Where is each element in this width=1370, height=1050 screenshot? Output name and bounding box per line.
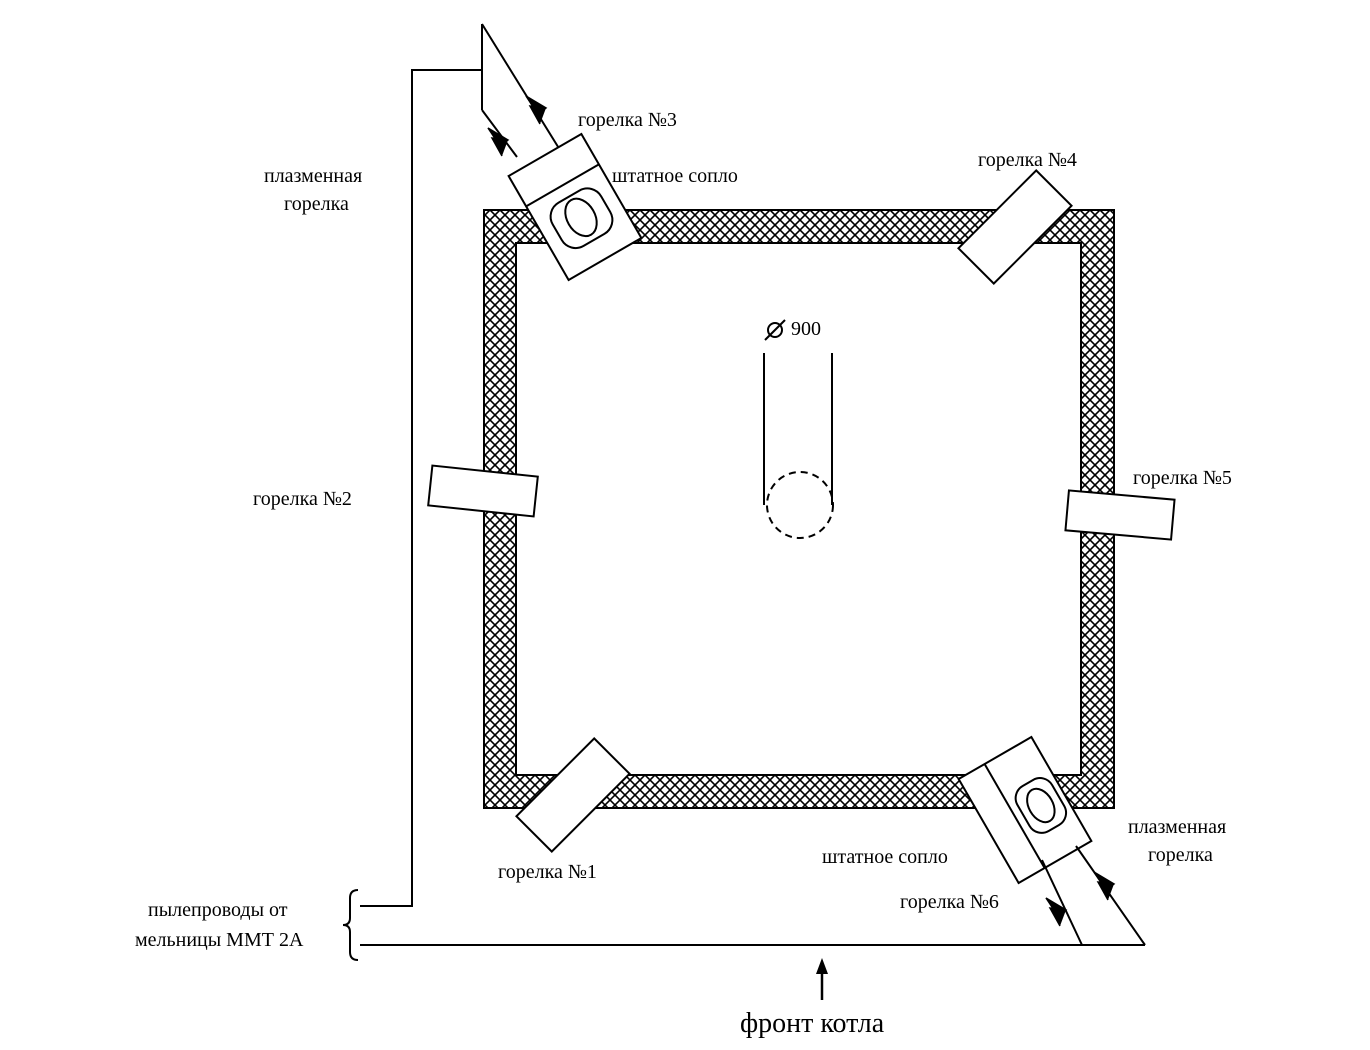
tube-section [766,471,834,539]
burner-1-housing [515,737,631,853]
std-nozzle-bottom-label: штатное сопло [822,846,948,868]
front-label: фронт котла [740,1008,885,1039]
burner-3-label: горелка №3 [578,109,677,131]
burner-1-label: горелка №1 [498,861,597,883]
burner-5-housing [1064,489,1176,541]
burner-2-label: горелка №2 [253,488,352,510]
burner-4-housing [957,169,1073,285]
burner-5-label: горелка №5 [1133,467,1232,489]
std-nozzle-top-label: штатное сопло [612,165,738,187]
plasma-top-label-1: плазменная [264,165,362,187]
plasma-burner-bottom-body [1041,845,1146,946]
std-nozzle-top [564,197,598,238]
burner-6-housing [957,735,1093,885]
burner-6-label: горелка №6 [900,891,999,913]
plasma-top-label-2: горелка [284,193,349,215]
diameter-symbol [764,319,786,341]
dust-pipe-left [360,69,482,907]
valve-top-1 [525,95,548,125]
valve-bottom-2 [1045,897,1068,927]
burner-2-housing [427,464,539,518]
burner-4-label: горелка №4 [978,149,1077,171]
pipes-brace [342,889,359,961]
furnace-wall [483,209,1115,809]
valve-bottom-1 [1093,871,1116,901]
front-arrow [816,958,828,1000]
pipes-label-1: пылепроводы от [148,899,288,921]
valve-top-2 [487,127,510,157]
pipes-label-2: мельницы ММТ 2А [135,929,304,951]
plasma-bottom-label-2: горелка [1148,844,1213,866]
diameter-label: 900 [791,318,821,340]
std-nozzle-bottom [1026,787,1056,824]
plasma-bottom-label-1: плазменная [1128,816,1226,838]
plasma-burner-top-body [481,23,561,158]
